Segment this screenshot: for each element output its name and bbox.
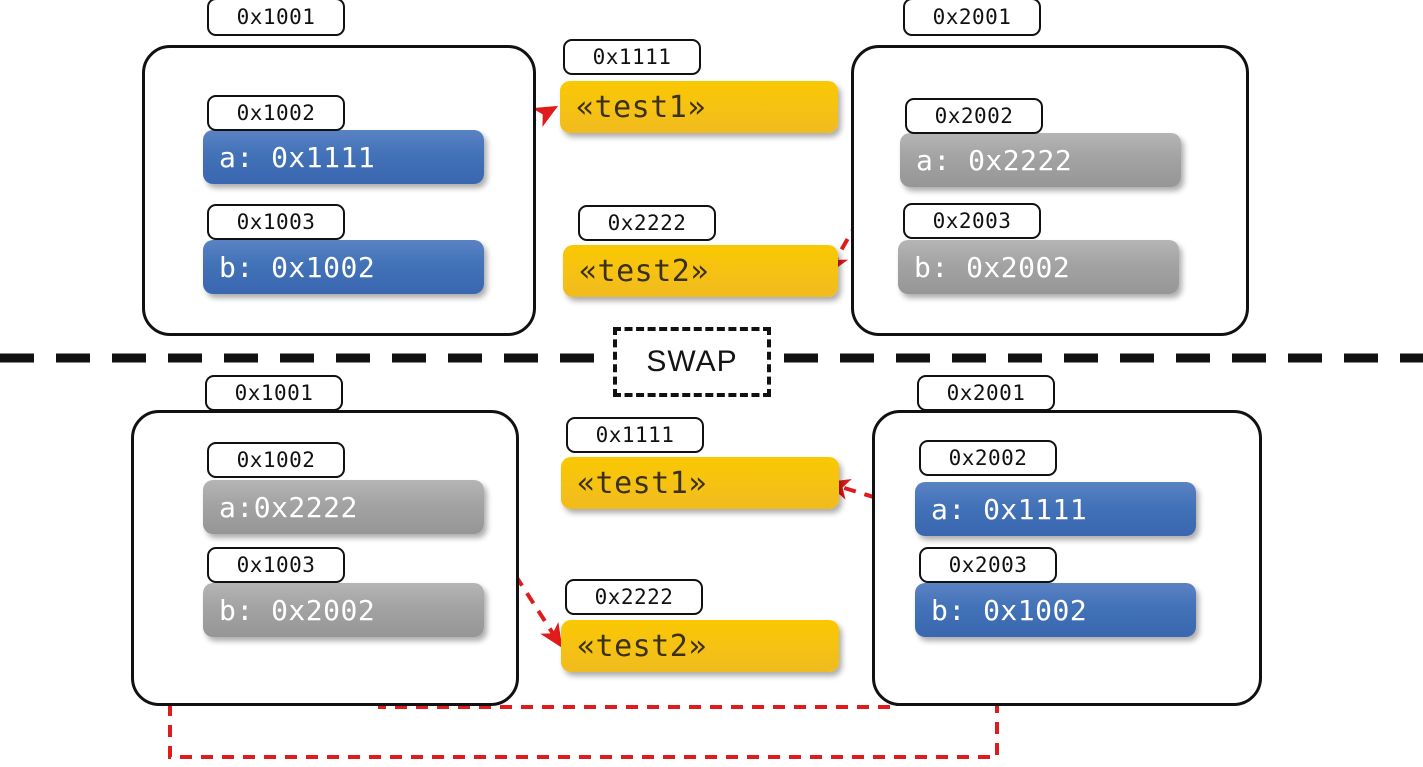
after-heap0-value: «test1» bbox=[561, 457, 839, 509]
after-right-panel-address: 0x2001 bbox=[917, 375, 1055, 411]
before-heap1-address: 0x2222 bbox=[578, 205, 716, 241]
before-left-slot1-value: b: 0x1002 bbox=[203, 240, 484, 294]
after-left-slot0-value: a:0x2222 bbox=[203, 480, 484, 534]
before-heap0-value: «test1» bbox=[560, 81, 838, 133]
after-right-slot1-address: 0x2003 bbox=[919, 547, 1057, 583]
after-right-slot1-value: b: 0x1002 bbox=[915, 583, 1196, 637]
before-left-slot0-address: 0x1002 bbox=[207, 95, 345, 131]
before-left-slot0-value: a: 0x1111 bbox=[203, 130, 484, 184]
after-heap0-address: 0x1111 bbox=[566, 417, 704, 453]
before-left-slot1-address: 0x1003 bbox=[207, 204, 345, 240]
before-right-slot1-address: 0x2003 bbox=[903, 203, 1041, 239]
before-right-slot1-value: b: 0x2002 bbox=[898, 240, 1179, 294]
after-right-slot0-value: a: 0x1111 bbox=[915, 482, 1196, 536]
swap-badge: SWAP bbox=[613, 327, 771, 397]
before-heap1-value: «test2» bbox=[563, 245, 838, 297]
after-left-slot1-value: b: 0x2002 bbox=[203, 583, 484, 637]
before-left-panel-address: 0x1001 bbox=[207, 0, 345, 36]
before-right-panel-address: 0x2001 bbox=[903, 0, 1041, 36]
after-left-panel-address: 0x1001 bbox=[205, 375, 343, 411]
before-heap0-address: 0x1111 bbox=[563, 39, 701, 75]
after-heap1-value: «test2» bbox=[561, 620, 839, 672]
before-right-slot0-value: a: 0x2222 bbox=[900, 133, 1181, 187]
swap-label: SWAP bbox=[646, 345, 738, 378]
before-right-slot0-address: 0x2002 bbox=[905, 98, 1043, 134]
after-left-slot1-address: 0x1003 bbox=[207, 547, 345, 583]
after-heap1-address: 0x2222 bbox=[565, 579, 703, 615]
after-right-slot0-address: 0x2002 bbox=[919, 440, 1057, 476]
after-left-slot0-address: 0x1002 bbox=[207, 442, 345, 478]
